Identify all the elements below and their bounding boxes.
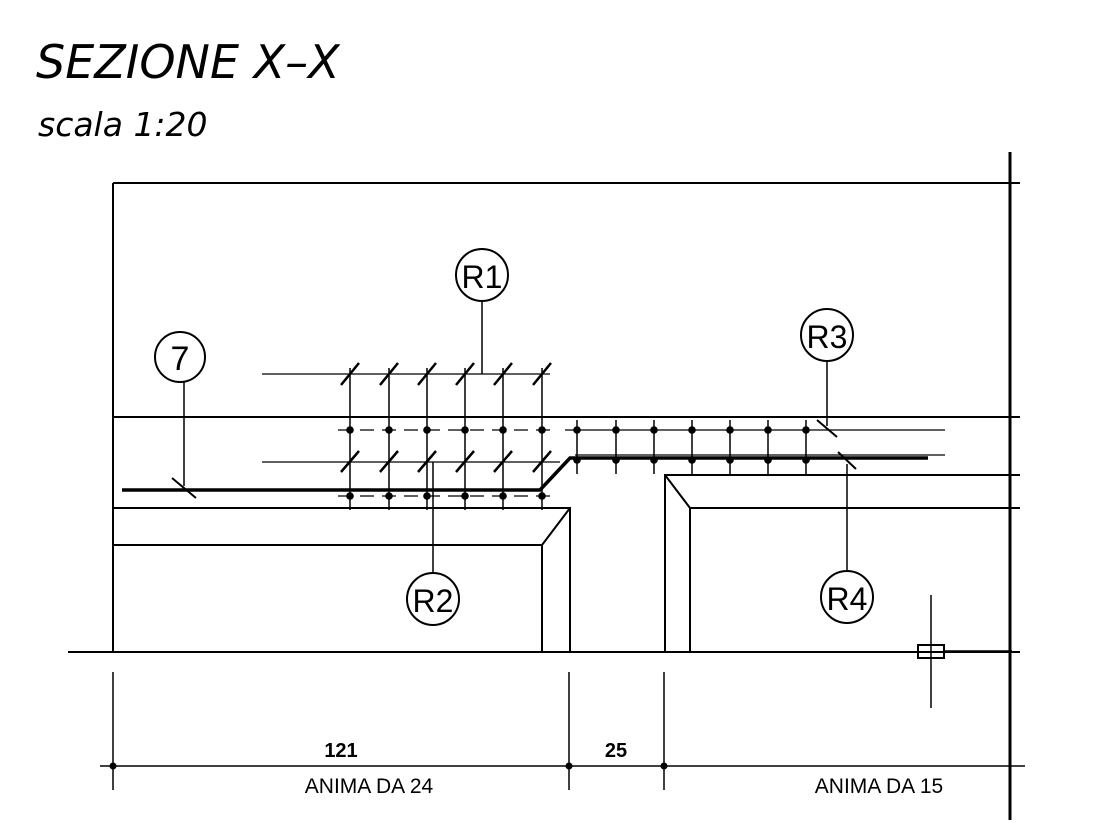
stirrup-tick <box>379 362 399 386</box>
bar-dot <box>423 492 431 500</box>
stirrup-tick <box>417 362 437 386</box>
callout-r2: R2 <box>406 462 460 626</box>
web-label-right: ANIMA DA 15 <box>815 775 943 798</box>
bar-dot <box>802 456 810 464</box>
bar-dot <box>726 456 734 464</box>
bar-dot <box>612 426 620 434</box>
web-label-left: ANIMA DA 24 <box>305 775 434 798</box>
bar-dots <box>346 426 810 500</box>
dimension-121: 121 <box>324 740 357 762</box>
dimension-25: 25 <box>605 740 627 762</box>
stirrup-tick <box>493 450 513 473</box>
stirrup-tick <box>417 450 437 473</box>
stirrup-tick <box>340 450 360 473</box>
drawing-scale: scala 1:20 <box>38 105 208 144</box>
section-mark-symbol <box>917 595 1012 708</box>
bar-dot <box>802 426 810 434</box>
bar-dot <box>499 492 507 500</box>
drawing-title: SEZIONE X–X <box>36 35 341 89</box>
stirrup-tick <box>340 362 360 386</box>
right-beam <box>664 474 1020 652</box>
callout-r1: R1 <box>455 248 509 374</box>
callout-r3-label: R3 <box>807 319 848 355</box>
bar-dot <box>499 426 507 434</box>
bar-dot <box>538 426 546 434</box>
bar-dot <box>346 426 354 434</box>
stirrup-tick <box>493 362 513 386</box>
dimension-lines <box>100 672 1025 790</box>
bar-dot <box>650 426 658 434</box>
bar-dot <box>688 456 696 464</box>
bar-dot <box>573 426 581 434</box>
reinforcement-bars <box>122 456 928 492</box>
bar-dot <box>538 492 546 500</box>
callout-r3: R3 <box>800 308 854 438</box>
bar-dot <box>764 456 772 464</box>
stirrup-tick <box>532 362 552 386</box>
bar-dot <box>764 426 772 434</box>
callout-7: 7 <box>154 331 206 499</box>
left-beam <box>113 507 571 652</box>
callout-r2-label: R2 <box>413 583 454 619</box>
bar-dot <box>573 456 581 464</box>
bar-dot <box>726 426 734 434</box>
callout-r4: R4 <box>820 451 874 624</box>
callout-7-label: 7 <box>171 340 190 378</box>
stirrup-tick <box>532 450 552 473</box>
bar-dot <box>346 492 354 500</box>
stirrup-tick <box>455 362 475 386</box>
bar-dot <box>461 492 469 500</box>
stirrup-tick <box>379 450 399 473</box>
stirrup-group <box>340 362 807 510</box>
bar-dot <box>385 492 393 500</box>
bar-dot <box>385 426 393 434</box>
callout-r4-label: R4 <box>827 581 868 617</box>
callout-r1-label: R1 <box>462 259 503 295</box>
stirrup-tick <box>455 450 475 473</box>
bar-dot <box>612 456 620 464</box>
bar-dot <box>688 426 696 434</box>
reinforcement-guide-lines <box>262 373 945 497</box>
bar-dot <box>650 456 658 464</box>
bar-dot <box>423 426 431 434</box>
bar-dot <box>461 426 469 434</box>
slab-outline <box>68 152 1020 820</box>
